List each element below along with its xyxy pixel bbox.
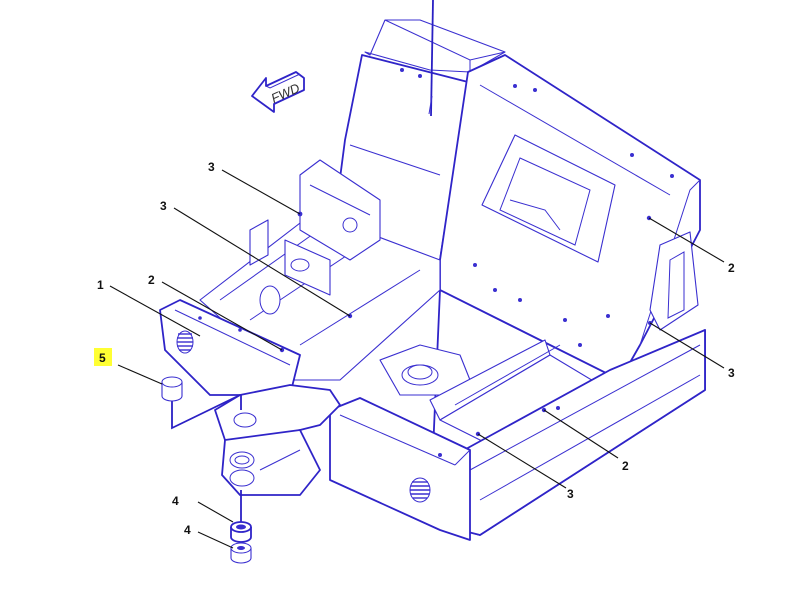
- base-frame: [159, 159, 706, 541]
- callout-3: 3: [160, 199, 167, 213]
- callout-2: 2: [622, 459, 629, 473]
- callout-4: 4: [172, 494, 179, 508]
- arrow-left-icon: [251, 71, 305, 113]
- fwd-direction-indicator: FWD: [251, 71, 305, 113]
- leader-lines: [109, 169, 725, 549]
- bushing-part-4-upper: [230, 521, 252, 543]
- vent-grille-right: [409, 477, 431, 503]
- callout-3: 3: [728, 366, 735, 380]
- callout-5: 5: [99, 351, 106, 365]
- callouts: 3 3 1 2 5 4 4 2 3 2 3: [94, 160, 735, 537]
- callout-2: 2: [728, 261, 735, 275]
- callout-5-highlight: [94, 348, 112, 366]
- callout-3: 3: [208, 160, 215, 174]
- bushing-part-4-lower: [230, 542, 252, 564]
- callout-2: 2: [148, 273, 155, 287]
- bushing-part-5: [161, 376, 183, 402]
- callout-1: 1: [97, 278, 104, 292]
- swing-bracket: [214, 384, 341, 496]
- vent-grille-left: [176, 330, 194, 354]
- pin-axis-line: [171, 394, 242, 522]
- callout-4: 4: [184, 523, 191, 537]
- callout-3: 3: [567, 487, 574, 501]
- upper-frame-assembly: [329, 0, 706, 536]
